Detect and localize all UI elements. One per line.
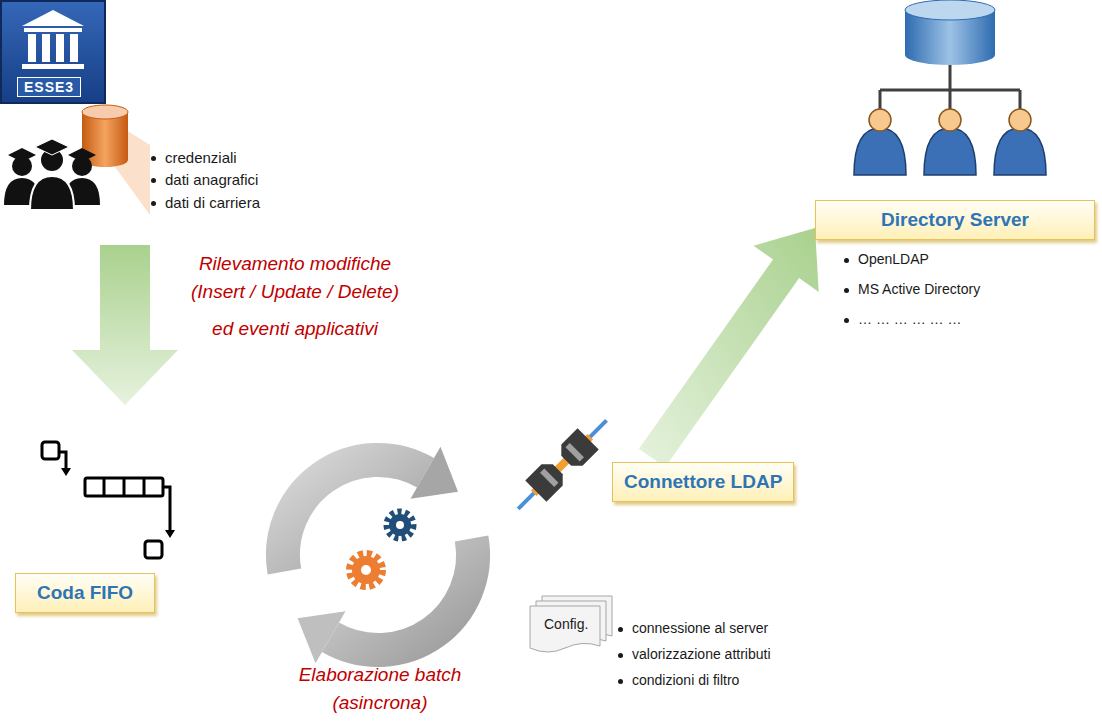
process-note: Elaborazione batch [299,664,462,686]
node-text: Coda FIFO [37,582,133,604]
logo-text: ESSE3 [17,77,81,97]
flow-note: ed eventi applicativi [212,318,378,340]
node-text: Config. [544,616,588,633]
node-text: Connettore LDAP [624,471,782,493]
data-item: dati anagrafici [165,171,258,189]
directory-icon [854,0,1046,175]
gear-icon [350,512,413,586]
batch-cycle [283,447,473,664]
node-text: Directory Server [881,209,1029,231]
queue-box: Coda FIFO [15,573,155,613]
document-page [530,606,600,652]
esse3-logo [1,1,105,103]
server-item: MS Active Directory [858,281,980,298]
students-icon [4,139,100,210]
config-item: connessione al server [632,620,768,637]
config-item: condizioni di filtro [632,672,739,689]
queue-icon [42,442,175,558]
process-note: (asincrona) [332,692,427,714]
server-item: … … … … … … [858,311,961,328]
flow-arrow [639,228,819,467]
data-item: credenziali [165,149,237,167]
plug-icon [508,410,618,520]
server-box: Directory Server [815,200,1095,240]
flow-note: Rilevamento modifiche [199,253,391,275]
config-item: valorizzazione attributi [632,646,771,663]
config-document: Config. [530,596,614,652]
flow-arrow [72,245,178,405]
server-item: OpenLDAP [858,251,929,268]
flow-note: (Insert / Update / Delete) [191,281,399,303]
connector-box: Connettore LDAP [612,462,794,502]
data-item: dati di carriera [165,194,260,212]
